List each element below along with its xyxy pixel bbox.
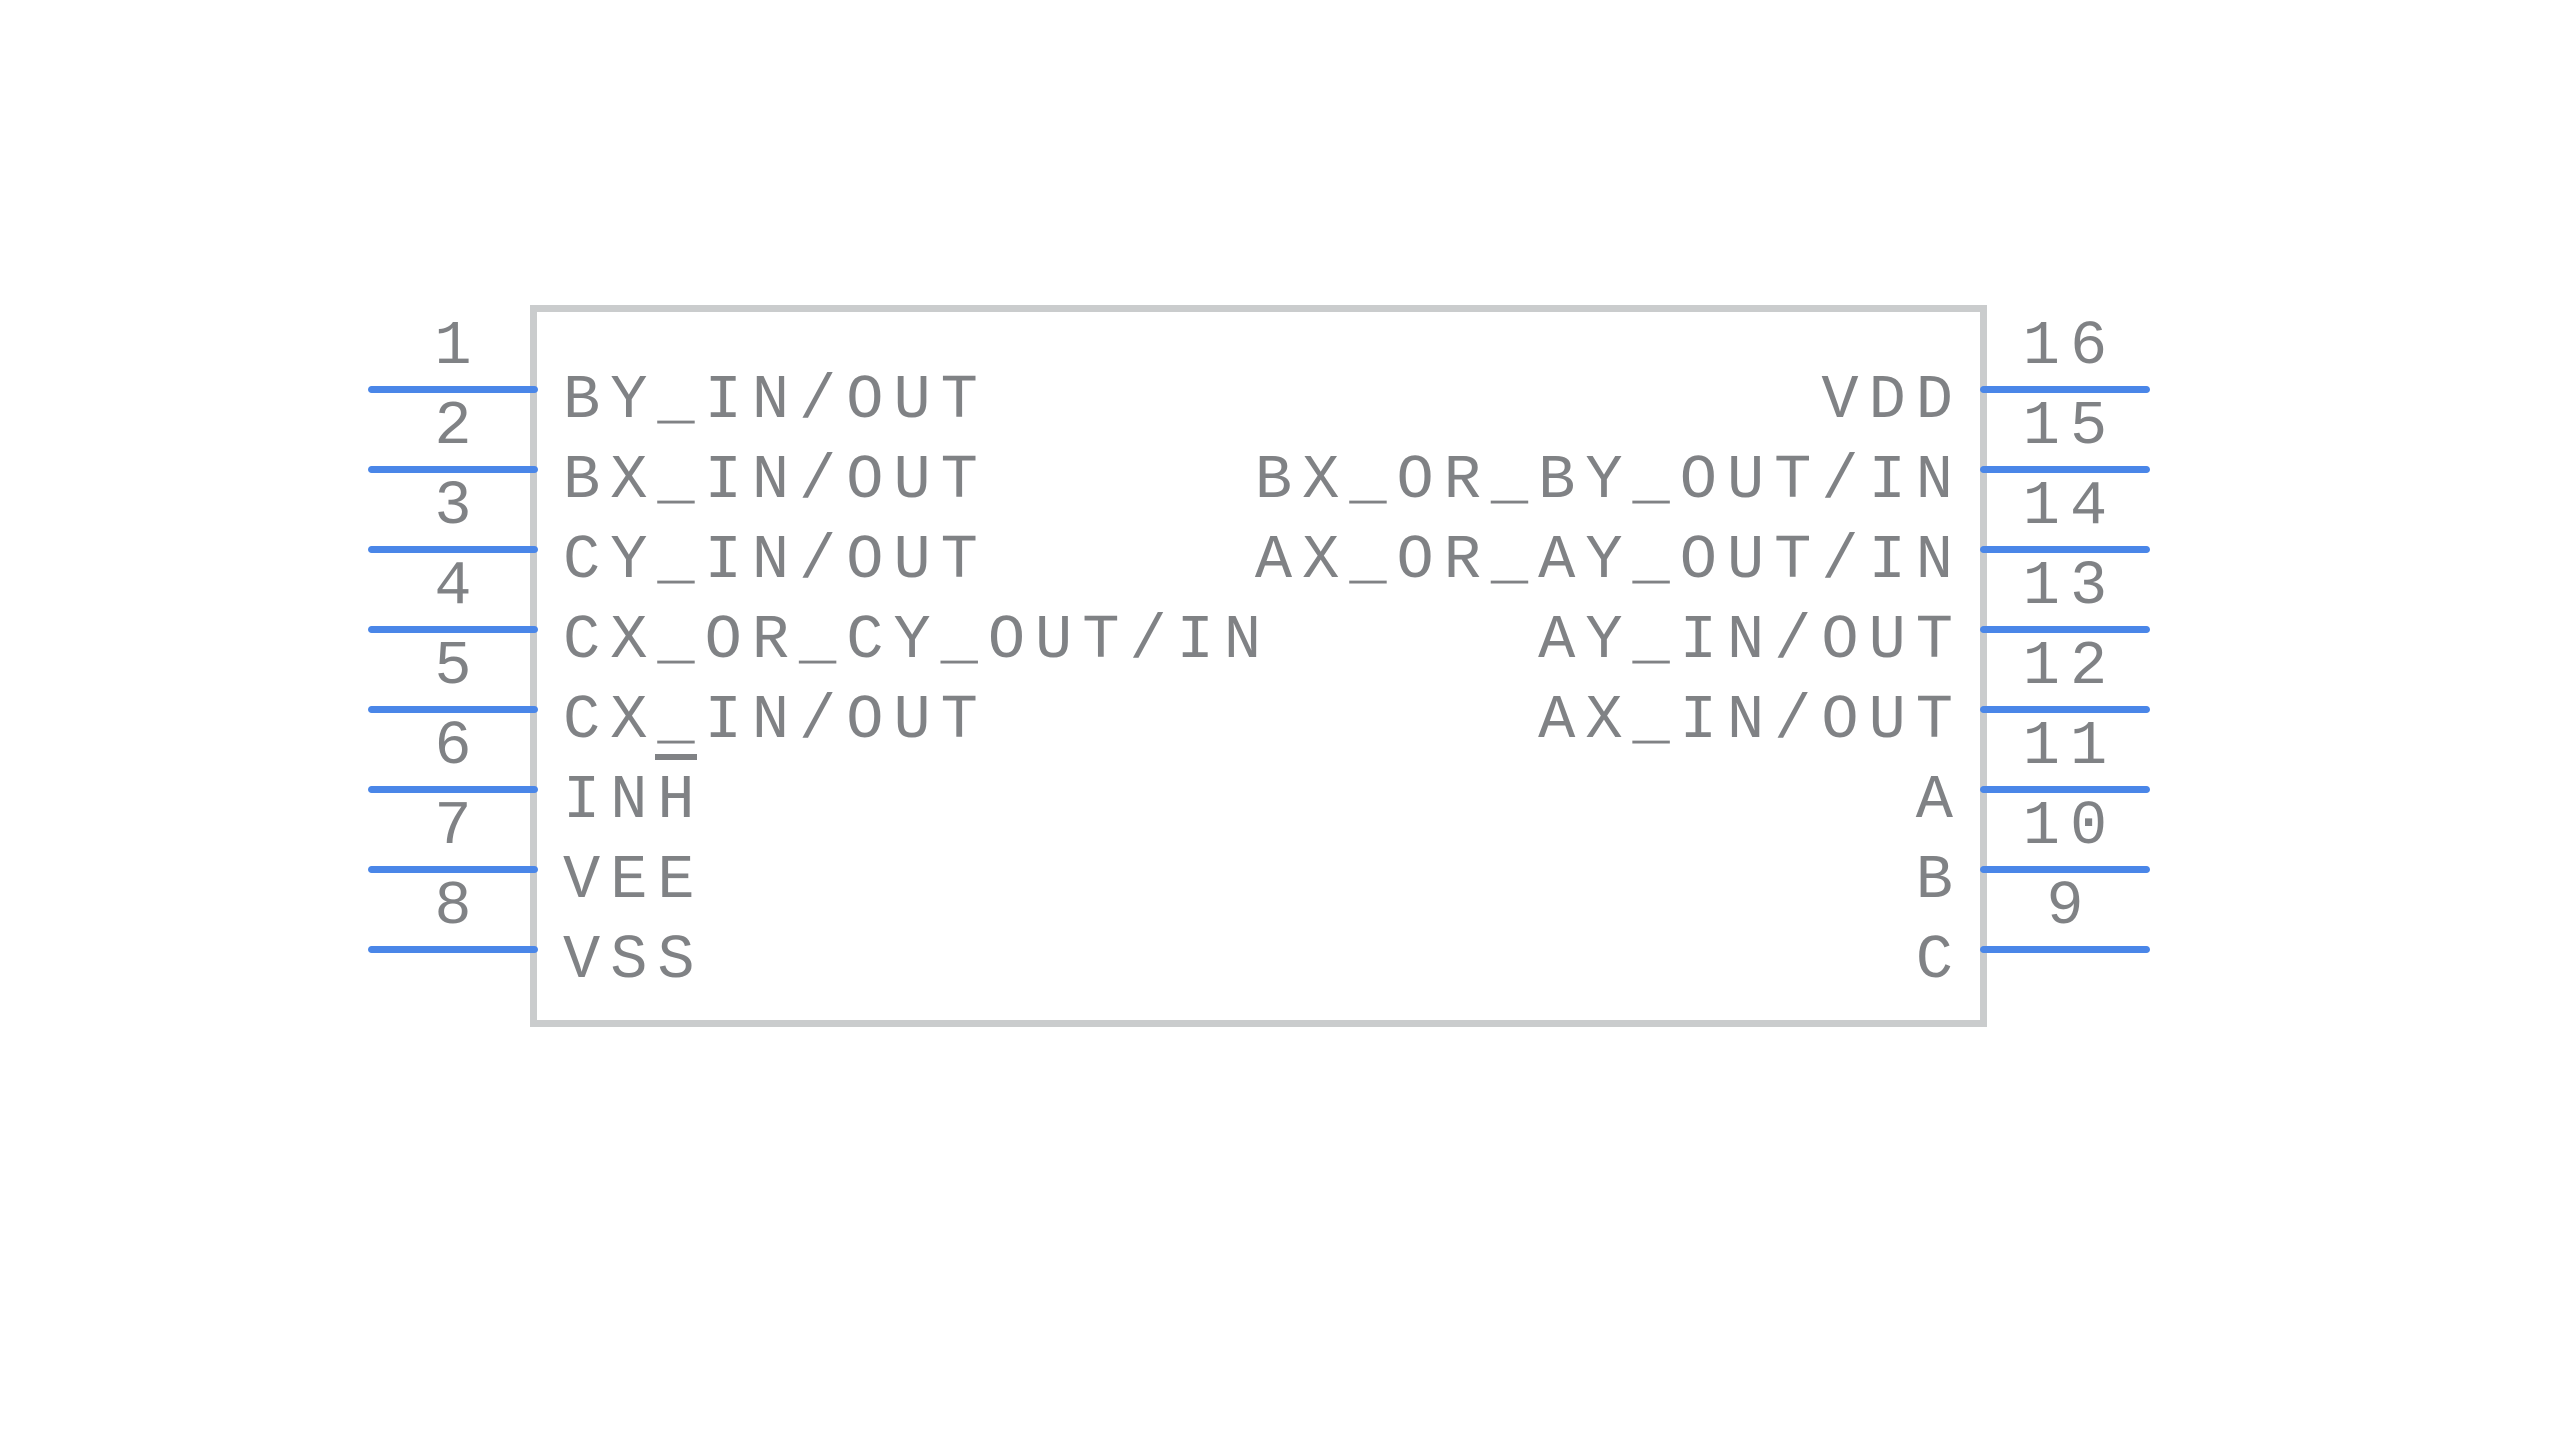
pin-11-line <box>1980 786 2150 793</box>
pin-16-label: VDD <box>1821 365 1963 436</box>
pin-8-line <box>368 946 538 953</box>
pin-12-label: AX_IN/OUT <box>1538 685 1963 756</box>
pin-10-number: 10 <box>2022 791 2118 862</box>
pin-4-line <box>368 626 538 633</box>
pin-16-line <box>1980 386 2150 393</box>
pin-8-label: VSS <box>563 925 705 996</box>
pin-13-label: AY_IN/OUT <box>1538 605 1963 676</box>
pin-13-number: 13 <box>2022 551 2118 622</box>
pin-6-label: INH <box>563 765 705 836</box>
pin-3-line <box>368 546 538 553</box>
pin-11-label: A <box>1915 765 1963 836</box>
pin-7-label: VEE <box>563 845 705 916</box>
pin-13-line <box>1980 626 2150 633</box>
pin-2-label: BX_IN/OUT <box>563 445 988 516</box>
pin-12-number: 12 <box>2022 631 2118 702</box>
pin-5-label: CX_IN/OUT <box>563 685 988 756</box>
pin-2-line <box>368 466 538 473</box>
symbol-body <box>530 305 1987 1027</box>
pin-3-label: CY_IN/OUT <box>563 525 988 596</box>
pin-4-number: 4 <box>434 551 482 622</box>
overline-text: H <box>657 765 705 836</box>
pin-6-number: 6 <box>434 711 482 782</box>
pin-10-line <box>1980 866 2150 873</box>
pin-14-number: 14 <box>2022 471 2118 542</box>
pin-9-line <box>1980 946 2150 953</box>
pin-8-number: 8 <box>434 871 482 942</box>
pin-15-number: 15 <box>2022 391 2118 462</box>
pin-15-label: BX_OR_BY_OUT/IN <box>1254 445 1963 516</box>
pin-9-number: 9 <box>2046 871 2094 942</box>
pin-9-label: C <box>1915 925 1963 996</box>
pin-1-number: 1 <box>434 311 482 382</box>
pin-11-number: 11 <box>2022 711 2118 782</box>
pin-5-number: 5 <box>434 631 482 702</box>
pin-6-line <box>368 786 538 793</box>
pin-4-label: CX_OR_CY_OUT/IN <box>563 605 1272 676</box>
pin-1-line <box>368 386 538 393</box>
pin-10-label: B <box>1915 845 1963 916</box>
pin-3-number: 3 <box>434 471 482 542</box>
pin-5-line <box>368 706 538 713</box>
pin-7-number: 7 <box>434 791 482 862</box>
pin-1-label: BY_IN/OUT <box>563 365 988 436</box>
pin-7-line <box>368 866 538 873</box>
pin-2-number: 2 <box>434 391 482 462</box>
pin-12-line <box>1980 706 2150 713</box>
pin-15-line <box>1980 466 2150 473</box>
pin-14-line <box>1980 546 2150 553</box>
pin-16-number: 16 <box>2022 311 2118 382</box>
pin-14-label: AX_OR_AY_OUT/IN <box>1254 525 1963 596</box>
